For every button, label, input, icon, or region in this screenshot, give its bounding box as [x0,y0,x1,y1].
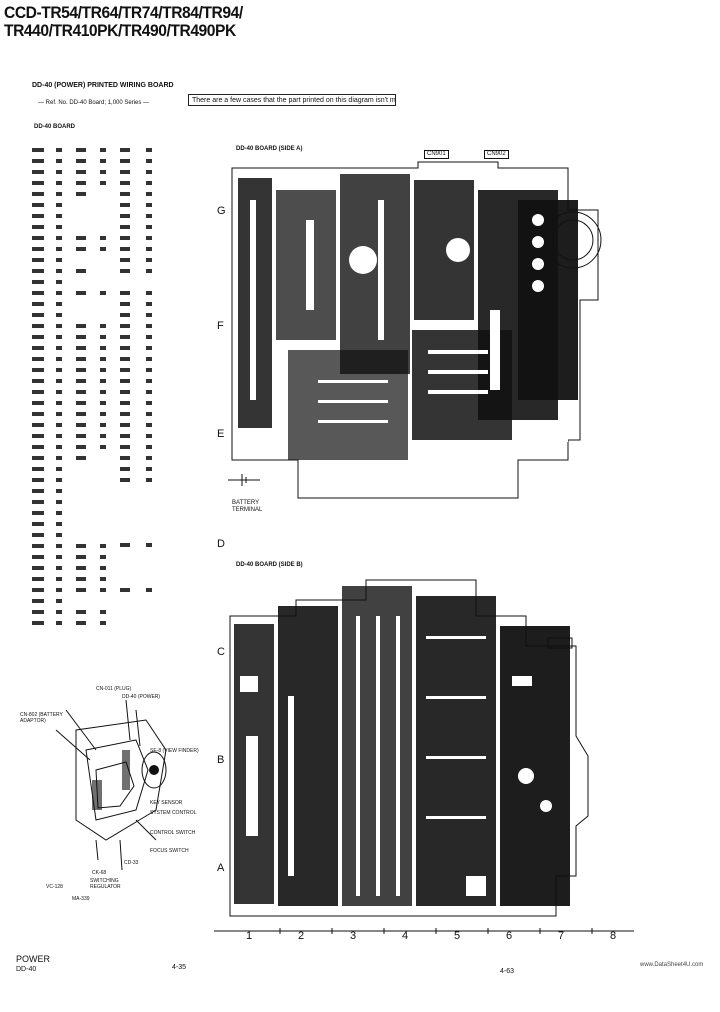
label-cn802: CN-802 (BATTERY ADAPTOR) [20,712,63,724]
side-a-label: DD-40 BOARD (SIDE A) [236,146,303,152]
reference-table [32,148,152,625]
grid-row-g: G [217,205,226,217]
label-cd33: CD-33 [124,860,139,866]
label-vc128: VC-128 [46,884,63,890]
pcb-side-b [229,579,589,917]
label-ma339: MA-339 [72,896,90,902]
footer-title: POWER [16,954,51,964]
grid-col-1: 1 [246,930,253,942]
grid-row-b: B [217,754,225,766]
grid-row-c: C [217,646,225,658]
grid-row-a: A [217,862,225,874]
board-heading: DD-40 (POWER) PRINTED WIRING BOARD [32,82,174,89]
table-column-2 [56,148,62,625]
note-box: There are a few cases that the part prin… [188,94,396,106]
table-column-3 [76,148,86,625]
label-ck68: CK-68 [92,870,107,876]
board-subheading: — Ref. No. DD-40 Board; 1,000 Series — [38,100,150,106]
page-title: CCD-TR54/TR64/TR74/TR84/TR94/ TR440/TR41… [4,4,243,40]
battery-terminal-label: BATTERY TERMINAL [232,500,263,513]
grid-col-8: 8 [610,930,617,942]
table-column-4 [100,148,106,625]
exploded-view-diagram [55,699,167,871]
label-key-sensor: KEY SENSOR [150,800,183,806]
grid-col-2: 2 [298,930,305,942]
grid-col-7: 7 [558,930,565,942]
table-column-6 [146,148,152,592]
grid-col-3: 3 [350,930,357,942]
label-control-switch: CONTROL SWITCH [150,830,196,836]
grid-col-6: 6 [506,930,513,942]
grid-row-f: F [217,320,224,332]
label-dd40: DD-40 (POWER) [122,694,161,700]
section-label: DD-40 BOARD [34,124,76,130]
column-divider [214,928,634,934]
grid-row-e: E [217,428,225,440]
grid-col-4: 4 [402,930,409,942]
title-line-2: TR440/TR410PK/TR490/TR490PK [4,21,236,40]
pcb-side-a [231,161,602,499]
battery-terminal-symbol [228,474,260,486]
page-number-right: 4-63 [500,968,515,975]
label-switching-regulator: SWITCHING REGULATOR [90,878,121,890]
label-system-control: SYSTEM CONTROL [150,810,197,816]
watermark: www.DataSheet4U.com [640,962,704,968]
table-column-5 [120,148,130,592]
title-line-1: CCD-TR54/TR64/TR74/TR84/TR94/ [4,3,243,22]
side-b-label: DD-40 BOARD (SIDE B) [236,562,303,568]
connector-label-2: CN902 [484,150,509,159]
connector-label-1: CN901 [424,150,449,159]
label-cn011: CN-011 (PLUG) [96,686,132,692]
table-column-1 [32,148,44,625]
label-se8: SE-8 (VIEW FINDER) [150,748,199,754]
footer-subtitle: DD-40 [16,966,37,973]
page-number-left: 4-35 [172,964,187,971]
label-focus-switch: FOCUS SWITCH [150,848,189,854]
grid-col-5: 5 [454,930,461,942]
grid-row-d: D [217,538,225,550]
